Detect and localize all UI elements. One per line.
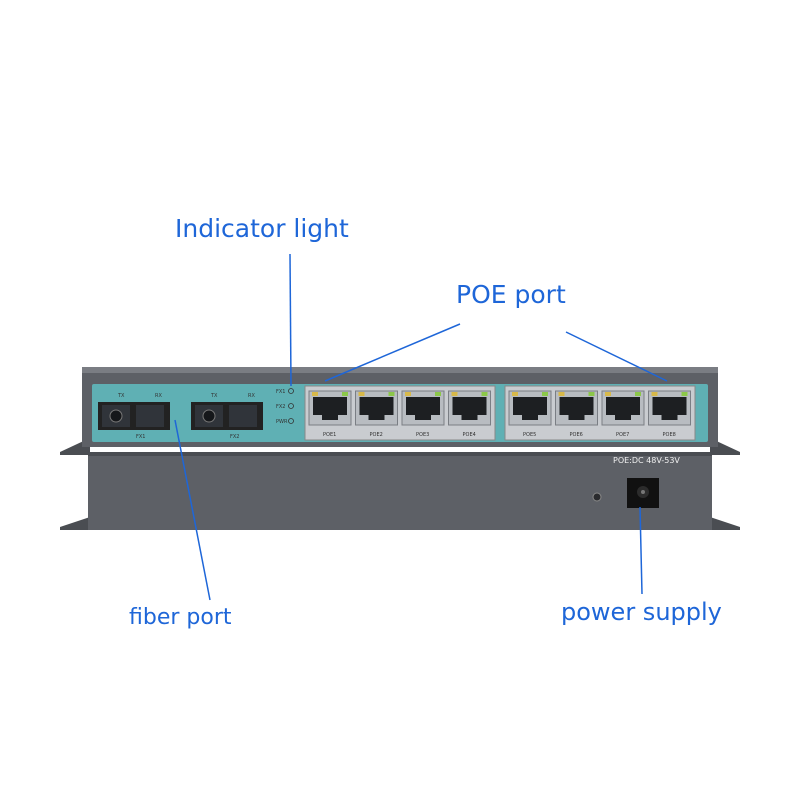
reset-hole [592,492,602,502]
poe-port-label: POE5 [523,432,536,438]
poe-port-label: POE4 [463,432,476,438]
led-label: FX2 [276,404,285,410]
poe-port[interactable]: POE1 [308,390,352,438]
poe-port-label: POE1 [323,432,336,438]
poe-port[interactable]: POE6 [555,390,598,438]
chassis-bottom [88,452,712,530]
poe-port[interactable]: POE8 [648,390,691,438]
poe-port-label: POE2 [370,432,383,438]
fiber-port-label: FX1 [136,434,145,440]
poe-ports: POE1 POE2 POE3 POE4 POE5 POE6 POE7 POE8 [308,390,691,438]
power-rating-label: POE:DC 48V-53V [613,456,680,465]
poe-port-label: POE8 [663,432,676,438]
indicator-light-callout: Indicator light [175,214,349,243]
poe-port[interactable]: POE3 [401,390,445,438]
fiber-tx-label: TX [210,393,218,399]
fiber-leader-line [174,419,211,601]
fiber-rx-label: RX [248,393,255,399]
poe-port-label: POE7 [616,432,629,438]
fiber-port-label: FX2 [230,434,239,440]
leader-lines [174,253,668,601]
indicator-leader-line [289,253,292,387]
poe-port-label: POE3 [416,432,429,438]
dc-power-jack [627,478,659,508]
fiber-port-callout: fiber port [129,605,232,630]
poe-port-callout: POE port [456,280,566,309]
poe-leader-line-right [565,331,668,382]
poe-leader-line-left [324,323,461,382]
fiber-rx-label: RX [155,393,162,399]
poe-port[interactable]: POE2 [355,390,398,438]
led-label: FX1 [276,389,285,395]
power-supply-callout: power supply [561,598,722,626]
led-label: PWR [276,419,288,425]
poe-port-label: POE6 [570,432,583,438]
power-leader-line [639,506,643,595]
fiber-tx-label: TX [117,393,125,399]
poe-port[interactable]: POE5 [508,390,552,438]
fiber-port-group: TX RX TX RX FX1 FX2 [98,393,263,440]
poe-port[interactable]: POE7 [601,390,645,438]
poe-port[interactable]: POE4 [448,390,491,438]
indicator-leds: FX1 FX2 PWR [276,388,294,425]
